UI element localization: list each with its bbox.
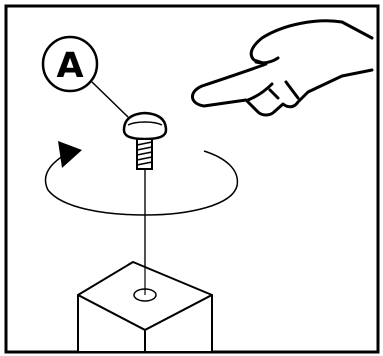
callout-label: A (56, 46, 83, 86)
rotation-arrowhead (58, 141, 82, 168)
callout-leader-line (91, 81, 129, 118)
callout-a: A (41, 35, 129, 118)
pointing-hand-icon (191, 19, 374, 117)
callout-circle (41, 35, 99, 93)
bolt-threads (136, 141, 153, 166)
bolt-head (122, 111, 168, 141)
